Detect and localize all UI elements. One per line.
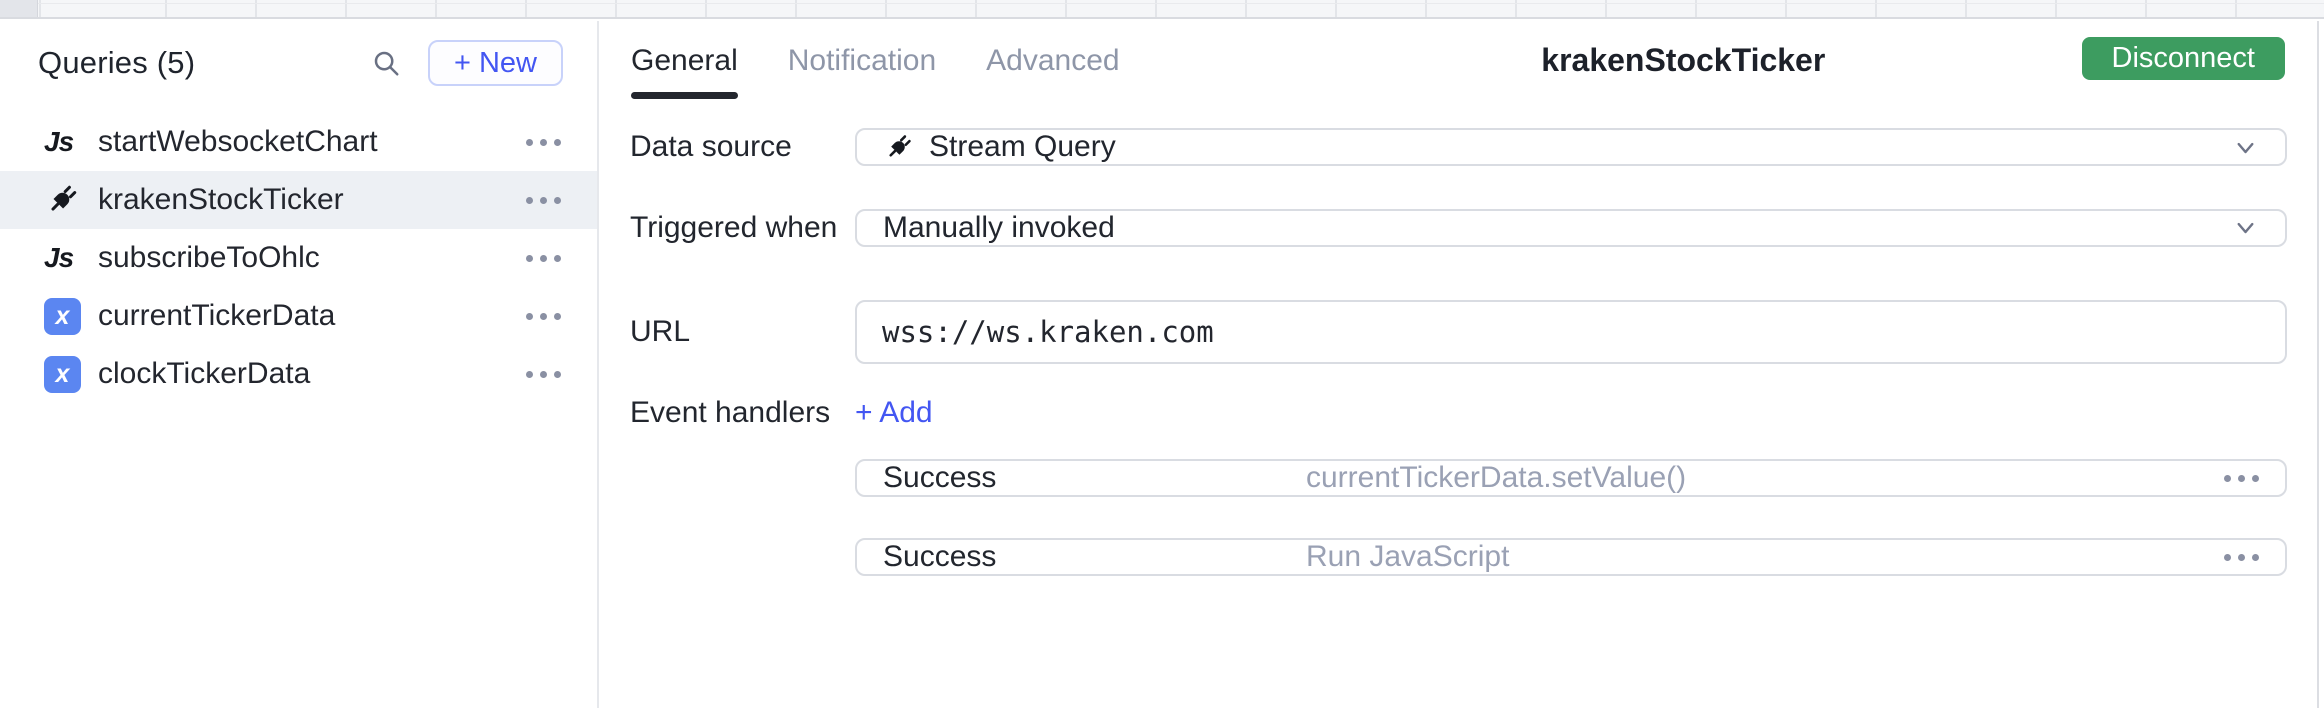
event-handlers-row: Event handlers + Add — [630, 391, 2287, 435]
url-row: URL — [630, 300, 2287, 364]
triggered-when-row: Triggered when Manually invoked — [630, 197, 2287, 258]
query-item-currentTickerData[interactable]: x currentTickerData — [0, 287, 597, 345]
triggered-when-select[interactable]: Manually invoked — [855, 208, 2287, 247]
event-handler-action: currentTickerData.setValue() — [1306, 461, 1687, 494]
query-item-subscribeToOhlc[interactable]: Js subscribeToOhlc — [0, 229, 597, 287]
url-label: URL — [630, 315, 691, 348]
tab-general[interactable]: General — [631, 21, 738, 100]
editor-tabs: General Notification Advanced — [599, 21, 1120, 100]
variable-icon: x — [44, 297, 88, 335]
triggered-when-value: Manually invoked — [883, 210, 1115, 244]
data-source-label: Data source — [630, 130, 792, 163]
queries-sidebar: Queries (5) + New Js startWebsocketChart — [0, 21, 597, 708]
query-item-startWebsocketChart[interactable]: Js startWebsocketChart — [0, 113, 597, 171]
query-item-label: startWebsocketChart — [98, 125, 378, 158]
sidebar-divider — [597, 21, 599, 708]
query-item-menu-icon[interactable] — [526, 196, 561, 204]
query-item-menu-icon[interactable] — [526, 138, 561, 146]
data-source-row: Data source Stream Query — [630, 115, 2287, 179]
event-handler-2-row: Success Run JavaScript — [630, 527, 2287, 587]
tab-advanced[interactable]: Advanced — [986, 43, 1120, 77]
data-source-value: Stream Query — [929, 130, 1116, 163]
query-list: Js startWebsocketChart krakenStockTicker… — [0, 113, 597, 403]
event-handler-event: Success — [883, 461, 997, 494]
search-icon[interactable] — [364, 41, 408, 85]
triggered-when-label: Triggered when — [630, 210, 838, 244]
event-handler-1-row: Success currentTickerData.setValue() — [630, 447, 2287, 509]
table-row-gutter — [0, 0, 38, 17]
queries-title: Queries (5) — [38, 45, 196, 80]
event-handler-action: Run JavaScript — [1306, 540, 1510, 573]
event-handler-menu-icon[interactable] — [2224, 553, 2259, 561]
query-item-clockTickerData[interactable]: x clockTickerData — [0, 345, 597, 403]
query-item-label: clockTickerData — [98, 357, 311, 390]
javascript-icon: Js — [44, 242, 74, 273]
event-handler-1[interactable]: Success currentTickerData.setValue() — [855, 459, 2287, 497]
event-handlers-label: Event handlers — [630, 396, 831, 429]
disconnect-button[interactable]: Disconnect — [2081, 37, 2285, 80]
table-grid-line — [38, 3, 2324, 4]
variable-icon: x — [44, 355, 88, 393]
queries-header: Queries (5) + New — [0, 21, 597, 105]
query-editor-panel: General Notification Advanced krakenStoc… — [599, 21, 2319, 708]
chevron-down-icon — [2232, 134, 2259, 161]
javascript-icon: Js — [44, 126, 74, 157]
new-query-button[interactable]: + New — [427, 40, 563, 86]
table-grid-cells — [38, 0, 2324, 17]
query-item-menu-icon[interactable] — [526, 370, 561, 378]
editor-header: General Notification Advanced krakenStoc… — [599, 21, 2317, 100]
chevron-down-icon — [2232, 214, 2259, 241]
query-item-label: subscribeToOhlc — [98, 241, 320, 274]
query-item-label: krakenStockTicker — [98, 183, 344, 216]
query-item-menu-icon[interactable] — [526, 312, 561, 320]
tab-notification[interactable]: Notification — [787, 43, 937, 77]
url-input[interactable] — [855, 300, 2287, 364]
add-event-handler-link[interactable]: + Add — [855, 396, 933, 429]
query-item-menu-icon[interactable] — [526, 254, 561, 262]
event-handler-menu-icon[interactable] — [2224, 474, 2259, 482]
query-item-label: currentTickerData — [98, 299, 336, 332]
background-table-strip — [0, 0, 2324, 19]
stream-plug-icon — [883, 132, 914, 163]
event-handler-2[interactable]: Success Run JavaScript — [855, 538, 2287, 576]
stream-plug-icon — [44, 182, 88, 218]
data-source-select[interactable]: Stream Query — [855, 128, 2287, 166]
query-title: krakenStockTicker — [1541, 42, 1826, 78]
query-item-krakenStockTicker[interactable]: krakenStockTicker — [0, 171, 597, 229]
event-handler-event: Success — [883, 540, 997, 573]
